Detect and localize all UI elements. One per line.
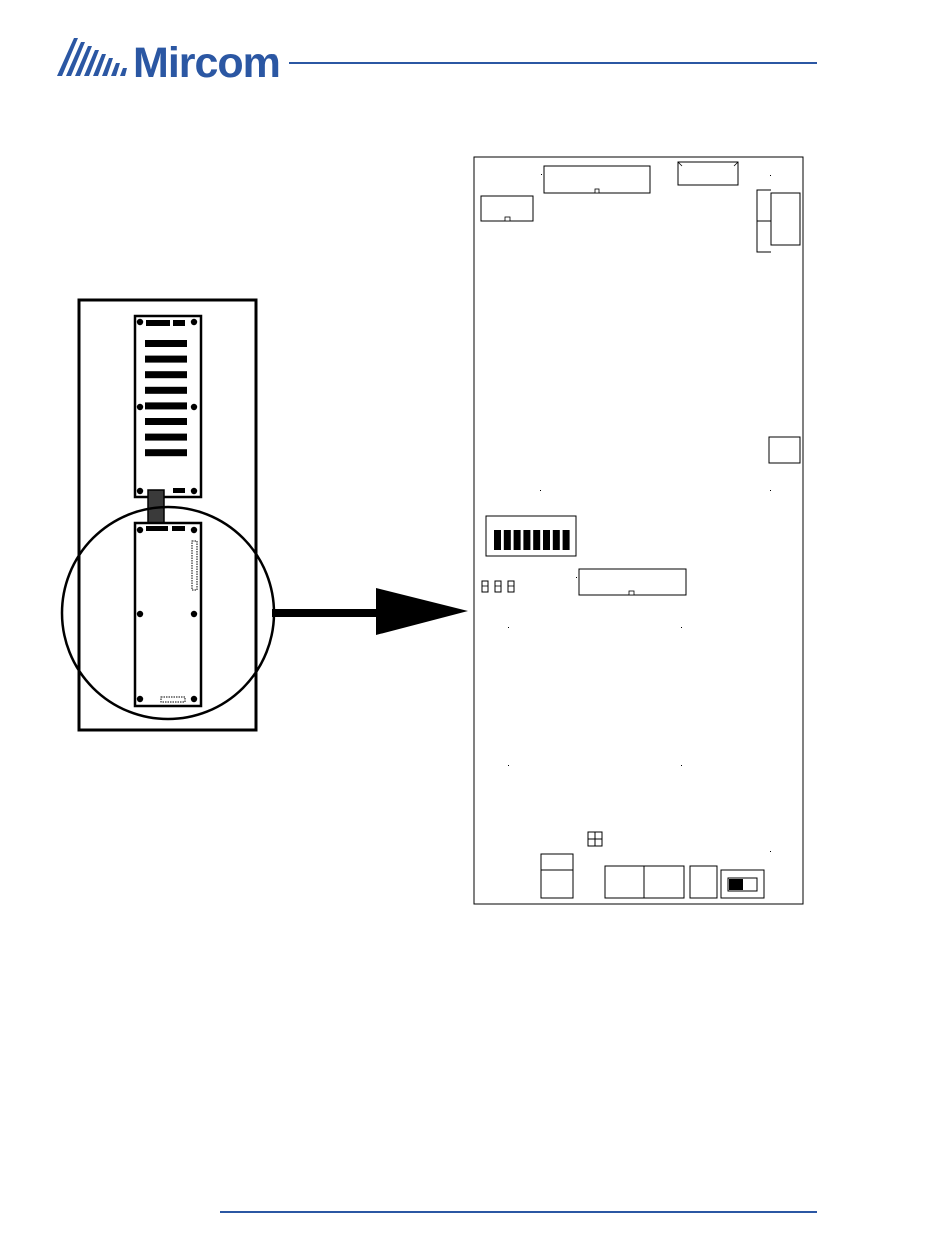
lower-board-bottom-header bbox=[161, 697, 185, 702]
jumper bbox=[482, 581, 488, 592]
upper-board bbox=[135, 316, 201, 497]
bottom-left-connector bbox=[541, 854, 573, 898]
lower-board bbox=[135, 523, 201, 706]
jumper bbox=[495, 581, 501, 592]
terminal-strip bbox=[145, 356, 187, 363]
upper-board-top-connector-small bbox=[173, 320, 185, 326]
terminal-strip bbox=[145, 449, 187, 456]
top-right-connector bbox=[678, 162, 738, 185]
terminal-strip bbox=[145, 371, 187, 378]
upper-board-top-connector bbox=[146, 320, 170, 326]
dip-switch-key bbox=[543, 530, 550, 550]
bottom-small-connector bbox=[690, 866, 717, 898]
mounting-hole bbox=[191, 488, 197, 494]
jumper bbox=[508, 581, 514, 592]
mounting-hole bbox=[191, 404, 197, 410]
right-side-connector bbox=[771, 193, 800, 245]
lower-board-top-connector-small bbox=[172, 526, 185, 531]
terminal-strip bbox=[145, 402, 187, 409]
mounting-hole bbox=[191, 319, 197, 325]
terminal-strip bbox=[145, 340, 187, 347]
mounting-hole bbox=[137, 696, 143, 702]
dip-switch-key bbox=[504, 530, 511, 550]
terminal-strip bbox=[145, 418, 187, 425]
right-small-connector bbox=[769, 437, 800, 463]
mounting-hole bbox=[137, 404, 143, 410]
upper-board-bottom-connector bbox=[173, 488, 185, 493]
mounting-hole bbox=[191, 527, 197, 533]
mounting-hole bbox=[191, 611, 197, 617]
enclosure-overview bbox=[62, 300, 274, 730]
dip-switch-key bbox=[523, 530, 530, 550]
lower-board-top-connector bbox=[146, 526, 168, 531]
detail-board bbox=[474, 157, 803, 904]
mounting-hole bbox=[137, 319, 143, 325]
dip-switch bbox=[486, 516, 576, 556]
callout-arrow bbox=[272, 588, 468, 635]
footer-rule bbox=[220, 1211, 817, 1213]
dip-switch-key bbox=[494, 530, 501, 550]
dip-switch-key bbox=[563, 530, 570, 550]
terminal-strip bbox=[145, 434, 187, 441]
terminal-strip bbox=[145, 387, 187, 394]
lower-board-side-header bbox=[192, 541, 197, 590]
dip-switch-key bbox=[533, 530, 540, 550]
mounting-hole bbox=[137, 488, 143, 494]
mounting-hole bbox=[191, 696, 197, 702]
mounting-hole bbox=[137, 611, 143, 617]
dip-switch-key bbox=[553, 530, 560, 550]
slide-switch bbox=[721, 870, 764, 898]
mounting-hole bbox=[137, 527, 143, 533]
dip-switch-key bbox=[514, 530, 521, 550]
